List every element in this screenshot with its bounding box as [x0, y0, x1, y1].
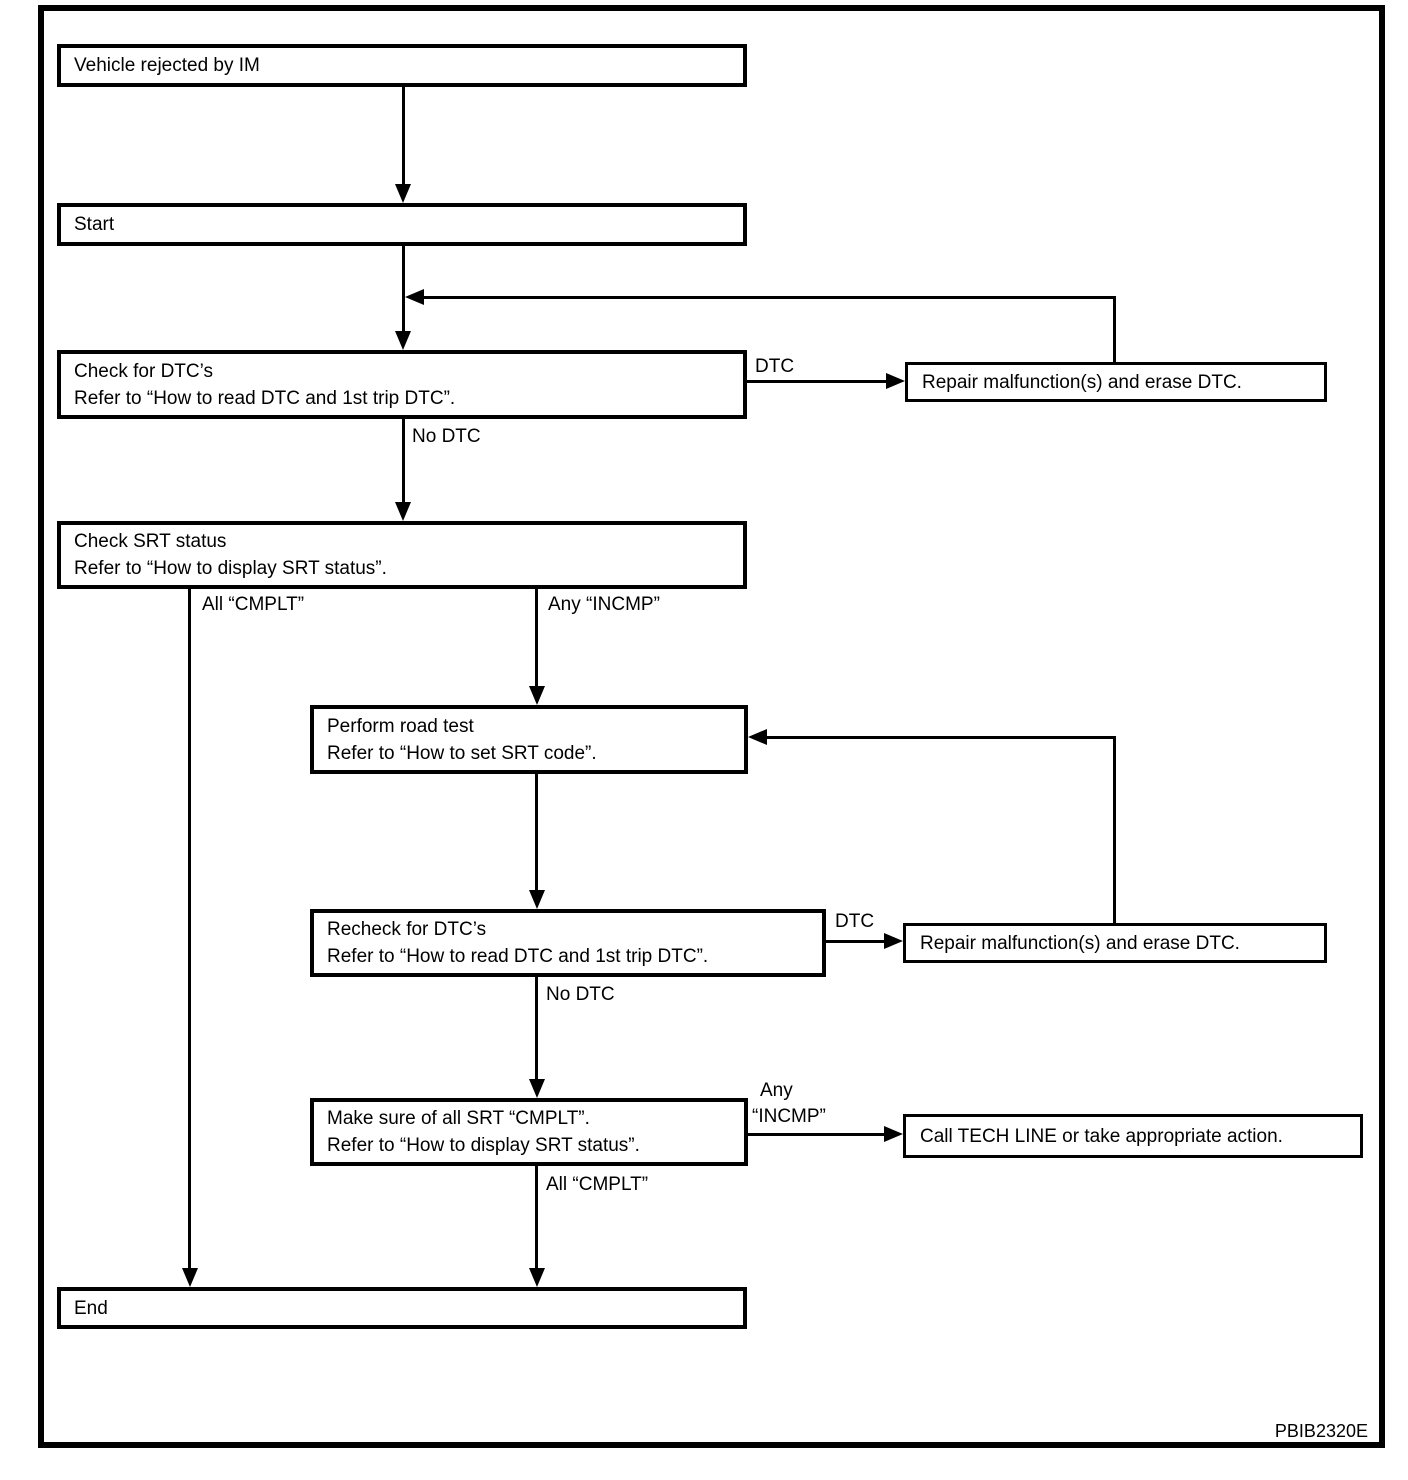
node-vehicle-rejected-text: Vehicle rejected by IM: [74, 55, 260, 76]
edge-start-to-checkdtc-arrowhead: [395, 331, 411, 350]
edge-checksrt-to-roadtest-arrowhead: [529, 686, 545, 705]
edge-label-no-dtc-bottom: No DTC: [546, 984, 615, 1005]
node-make-sure-srt-cmplt: Make sure of all SRT “CMPLT”. Refer to “…: [310, 1098, 748, 1166]
edge-vehicle-to-start-arrowhead: [395, 184, 411, 203]
edge-checkdtc-to-repair1-line: [747, 380, 886, 383]
node-road-test-line2: Refer to “How to set SRT code”.: [327, 742, 597, 764]
loop2-horizontal-line: [767, 736, 1116, 739]
node-repair-erase-dtc-2: Repair malfunction(s) and erase DTC.: [903, 923, 1327, 963]
edge-makesure-to-calltech-line: [748, 1133, 884, 1136]
edge-roadtest-to-recheck-line: [535, 774, 538, 890]
loop2-arrowhead: [748, 729, 767, 745]
edge-start-to-checkdtc-line: [402, 246, 405, 332]
edge-label-dtc-top: DTC: [755, 356, 795, 377]
node-check-dtc: Check for DTC’s Refer to “How to read DT…: [57, 350, 747, 419]
loop1-horizontal-line: [424, 296, 1116, 299]
node-recheck-dtc-line2: Refer to “How to read DTC and 1st trip D…: [327, 946, 709, 967]
edge-checkdtc-to-repair1-arrowhead: [886, 373, 905, 389]
node-check-srt-line2: Refer to “How to display SRT status”.: [74, 558, 387, 579]
edge-label-no-dtc-top: No DTC: [412, 426, 481, 447]
edge-recheck-to-makesure-arrowhead: [529, 1079, 545, 1098]
edge-checksrt-to-end-line: [188, 589, 191, 1268]
node-call-tech-line-text: Call TECH LINE or take appropriate actio…: [920, 1125, 1283, 1147]
edge-checkdtc-to-checksrt-arrowhead: [395, 502, 411, 521]
node-recheck-dtc-line1: Recheck for DTC’s: [327, 919, 487, 940]
edge-label-dtc-bottom: DTC: [835, 911, 875, 932]
edge-label-any-bottom-line2: “INCMP”: [752, 1106, 826, 1127]
edge-recheck-to-repair2-arrowhead: [884, 933, 903, 949]
edge-recheck-to-makesure-line: [535, 977, 538, 1079]
loop2-vertical-line: [1113, 736, 1116, 923]
edge-recheck-to-repair2-line: [826, 940, 884, 943]
node-check-dtc-line1: Check for DTC’s: [74, 360, 214, 382]
edge-label-all-cmplt-bottom: All “CMPLT”: [546, 1174, 649, 1195]
figure-code-label: PBIB2320E: [1274, 1421, 1368, 1441]
node-make-sure-line2: Refer to “How to display SRT status”.: [327, 1135, 640, 1156]
edge-makesure-to-end-line: [535, 1166, 538, 1268]
edge-checkdtc-to-checksrt-line: [402, 419, 405, 502]
edge-label-any-bottom-line1: Any: [760, 1080, 793, 1101]
edge-roadtest-to-recheck-arrowhead: [529, 890, 545, 909]
node-start: Start: [57, 203, 747, 246]
node-start-text: Start: [74, 214, 115, 235]
node-end-text: End: [74, 1297, 108, 1319]
edge-label-any-incmp-right: Any “INCMP”: [548, 594, 660, 615]
edge-vehicle-to-start-line: [402, 87, 405, 185]
node-repair-erase-dtc-1-text: Repair malfunction(s) and erase DTC.: [922, 371, 1242, 393]
node-call-tech-line: Call TECH LINE or take appropriate actio…: [903, 1114, 1363, 1158]
node-check-srt-status: Check SRT status Refer to “How to displa…: [57, 521, 747, 589]
node-repair-erase-dtc-2-text: Repair malfunction(s) and erase DTC.: [920, 932, 1240, 954]
loop1-vertical-line: [1113, 296, 1116, 362]
edge-label-all-cmplt-left: All “CMPLT”: [202, 594, 305, 615]
edge-makesure-to-calltech-arrowhead: [884, 1126, 903, 1142]
edge-makesure-to-end-arrowhead: [529, 1268, 545, 1287]
edge-checksrt-to-roadtest-line: [535, 589, 538, 686]
node-repair-erase-dtc-1: Repair malfunction(s) and erase DTC.: [905, 362, 1327, 402]
edge-checksrt-to-end-arrowhead: [182, 1268, 198, 1287]
node-perform-road-test: Perform road test Refer to “How to set S…: [310, 705, 748, 774]
loop1-arrowhead: [405, 289, 424, 305]
node-road-test-line1: Perform road test: [327, 715, 474, 737]
node-check-dtc-line2: Refer to “How to read DTC and 1st trip D…: [74, 387, 456, 409]
node-make-sure-line1: Make sure of all SRT “CMPLT”.: [327, 1108, 590, 1129]
node-check-srt-line1: Check SRT status: [74, 531, 227, 552]
node-end: End: [57, 1287, 747, 1329]
node-vehicle-rejected: Vehicle rejected by IM: [57, 44, 747, 87]
node-recheck-dtc: Recheck for DTC’s Refer to “How to read …: [310, 909, 826, 977]
